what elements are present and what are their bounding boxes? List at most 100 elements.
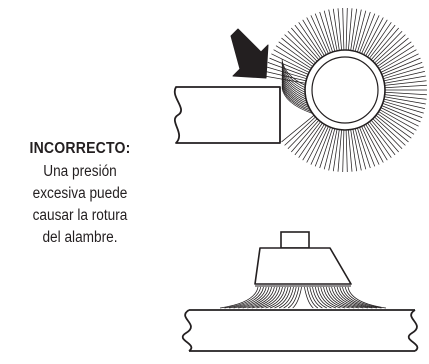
wheel-bristle <box>365 124 388 161</box>
wheel-bristle <box>350 8 358 51</box>
cup-brush <box>219 231 387 309</box>
wheel-bristle <box>291 119 320 153</box>
wheel-bristle <box>381 57 421 75</box>
wheel-bristle <box>354 10 367 52</box>
wheel-bristle <box>328 9 338 51</box>
cup-bristle <box>309 286 323 309</box>
wheel-bristle <box>367 122 392 158</box>
cup-bristle <box>260 286 283 309</box>
wheel-bristle <box>383 98 425 109</box>
wheel-bristle <box>281 75 307 102</box>
wheel-bristle <box>380 107 419 127</box>
wheel-bristle <box>379 49 417 71</box>
wheel-bristle <box>281 70 306 98</box>
cup-brush-bristles <box>219 286 387 309</box>
cup-bristle <box>306 286 319 309</box>
wheel-bristle <box>354 128 367 170</box>
cup-bristle <box>323 286 346 309</box>
wheel-bristle <box>306 17 327 55</box>
wheel-bristle <box>384 75 426 84</box>
cup-bristle <box>233 286 267 309</box>
wheel-bristle <box>281 68 306 95</box>
wheel-bristle <box>348 129 353 172</box>
wheel-bristle <box>267 62 308 77</box>
wheel-bristle <box>352 9 362 51</box>
wheel-bristle <box>372 118 403 150</box>
cup-bristle <box>342 286 377 309</box>
wheel-bristle <box>281 81 310 108</box>
warning-caption: INCORRECTO: Una presión excesiva puede c… <box>0 140 160 249</box>
workpiece-lower <box>181 309 419 352</box>
wheel-bristle <box>363 125 384 163</box>
wheel-bristle <box>306 125 327 163</box>
wheel-bristle <box>352 129 362 171</box>
wheel-bristle <box>369 24 396 59</box>
cup-bristle <box>224 286 262 309</box>
wheel-bristle <box>370 119 399 153</box>
wheel-bristle <box>310 15 329 54</box>
wheel-bristle <box>361 15 380 54</box>
wheel-bristle <box>287 30 318 62</box>
cup-bristle <box>256 286 281 309</box>
cup-bristle <box>328 286 355 309</box>
wheel-bristle <box>384 80 427 86</box>
wheel-bristle <box>284 34 316 64</box>
wheel-bristle <box>384 96 426 105</box>
cup-bristle <box>347 286 387 309</box>
cup-bristle <box>336 286 368 309</box>
wheel-bristle <box>379 109 417 131</box>
wheel-bristle <box>374 116 406 146</box>
warning-line-2: excesiva puede <box>32 185 128 202</box>
wheel-bristle <box>374 34 406 64</box>
wheel-bristle <box>377 41 412 67</box>
wheel-bristle <box>281 83 311 111</box>
wheel-bristle <box>298 22 323 58</box>
cup-bristle <box>269 286 289 309</box>
cup-bristle <box>274 286 292 309</box>
wheel-bristle <box>345 7 348 51</box>
wheel-bristle <box>271 53 310 73</box>
warning-line-4: del alambre. <box>42 229 118 246</box>
wheel-bristle <box>298 122 323 158</box>
cup-bristle <box>242 286 272 309</box>
wheel-bristle <box>294 24 321 59</box>
wheel-bristle <box>332 129 340 172</box>
wheel-bristle <box>383 66 424 80</box>
wheel-bristle <box>265 71 307 82</box>
wheel-bristle <box>372 30 403 62</box>
cup-bristle <box>314 286 332 309</box>
wheel-bristle <box>357 127 371 169</box>
cup-bristle <box>325 286 350 309</box>
wheel-bristle <box>384 84 427 89</box>
wheel-brush-bristles <box>264 7 427 173</box>
cup-bristle <box>320 286 341 309</box>
wheel-bristle <box>281 63 306 91</box>
wheel-bristle <box>281 59 306 86</box>
wheel-bristle <box>310 126 329 165</box>
wheel-bristle <box>278 41 313 67</box>
wheel-bristle <box>342 7 345 51</box>
wheel-bristle <box>281 85 312 112</box>
wheel-bristle <box>375 115 409 143</box>
wheel-bristle <box>365 19 388 56</box>
wheel-bristle <box>275 45 312 69</box>
cup-bristle <box>247 286 275 309</box>
workpiece-upper <box>173 86 281 144</box>
wheel-bristle <box>281 61 306 89</box>
wheel-bristle <box>291 27 320 61</box>
cup-bristle <box>251 286 278 309</box>
wheel-bristle <box>328 129 338 171</box>
wheel-bristle <box>332 8 340 51</box>
cup-bristle <box>278 286 294 309</box>
wheel-bristle <box>323 128 336 170</box>
wheel-bristle <box>302 124 325 161</box>
wheel-bristle <box>281 37 315 65</box>
wheel-bristle <box>264 75 306 84</box>
wheel-bristle <box>266 66 307 80</box>
wheel-bristle <box>367 22 392 58</box>
wheel-bristle <box>281 87 313 114</box>
wheel-bristle <box>287 118 318 150</box>
wheel-brush-hub <box>304 49 386 131</box>
